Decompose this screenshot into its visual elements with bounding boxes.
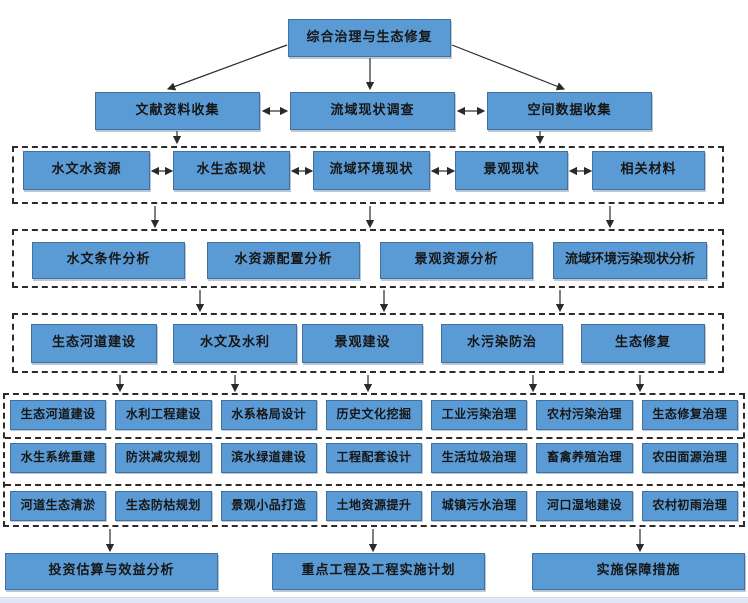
measures-to-outputs-arrows: [105, 529, 645, 553]
measure-cell: 工程配套设计: [325, 443, 423, 473]
measures-row: 水生系统重建 防洪减灾规划 滨水绿道建设 工程配套设计 生活垃圾治理 畜禽养殖治…: [10, 443, 738, 473]
status-node: 相关材料: [592, 151, 705, 190]
measure-cell: 河口湿地建设: [536, 491, 633, 521]
output-node: 投资估算与效益分析: [5, 553, 218, 590]
measure-cell: 城镇污水治理: [431, 491, 528, 521]
measures-row-divider: [5, 484, 743, 486]
measures-row: 河道生态清淤 生态防枯规划 景观小品打造 土地资源提升 城镇污水治理 河口湿地建…: [10, 491, 738, 521]
collect-to-status-arrows: [172, 131, 545, 145]
measure-cell: 土地资源提升: [325, 491, 423, 521]
measures-row: 生态河道建设 水利工程建设 水系格局设计 历史文化挖掘 工业污染治理 农村污染治…: [10, 400, 738, 430]
planning-group-frame: [12, 313, 724, 373]
measure-cell: 工业污染治理: [431, 400, 528, 430]
measure-cell: 河道生态清淤: [10, 491, 107, 521]
measure-cell: 农村初雨治理: [641, 491, 738, 521]
collect-node: 文献资料收集: [95, 92, 260, 130]
analysis-to-planning-arrows: [195, 290, 565, 313]
status-node: 水生态现状: [173, 151, 290, 190]
planning-node: 生态河道建设: [31, 324, 157, 363]
measures-row-divider: [5, 437, 743, 439]
measure-cell: 生态修复治理: [641, 400, 738, 430]
status-to-analysis-arrows: [150, 206, 615, 229]
planning-node: 景观建设: [302, 324, 423, 363]
status-node: 水文水资源: [23, 151, 150, 190]
measure-cell: 畜禽养殖治理: [536, 443, 633, 473]
planning-node: 生态修复: [581, 324, 705, 363]
collect-node: 流域现状调查: [290, 92, 455, 130]
measure-cell: 水系格局设计: [220, 400, 317, 430]
measure-cell: 水利工程建设: [115, 400, 212, 430]
measure-cell: 生态防枯规划: [115, 491, 212, 521]
output-node: 实施保障措施: [532, 553, 745, 590]
collect-node: 空间数据收集: [487, 92, 652, 130]
measure-cell: 历史文化挖掘: [325, 400, 423, 430]
status-node: 流域环境现状: [313, 151, 430, 190]
root-node: 综合治理与生态修复: [288, 19, 451, 57]
planning-node: 水污染防治: [441, 324, 563, 363]
analysis-node: 流域环境污染现状分析: [553, 242, 707, 279]
measure-cell: 水生系统重建: [10, 443, 107, 473]
measure-cell: 生态河道建设: [10, 400, 107, 430]
measure-cell: 景观小品打造: [220, 491, 317, 521]
status-group-frame: [12, 146, 724, 204]
status-node: 景观现状: [455, 151, 568, 190]
planning-to-measures-arrows: [115, 375, 645, 393]
planning-node: 水文及水利: [173, 324, 297, 363]
analysis-node: 景观资源分析: [380, 242, 533, 279]
output-node: 重点工程及工程实施计划: [272, 553, 485, 590]
analysis-group-frame: [12, 229, 724, 288]
measure-cell: 农田面源治理: [641, 443, 738, 473]
bottom-strip: [0, 597, 748, 603]
analysis-node: 水资源配置分析: [207, 242, 360, 279]
analysis-node: 水文条件分析: [32, 242, 185, 279]
measure-cell: 生活垃圾治理: [431, 443, 528, 473]
measures-group-frame: 生态河道建设 水利工程建设 水系格局设计 历史文化挖掘 工业污染治理 农村污染治…: [3, 393, 745, 527]
measure-cell: 滨水绿道建设: [220, 443, 317, 473]
measure-cell: 防洪减灾规划: [115, 443, 212, 473]
measure-cell: 农村污染治理: [536, 400, 633, 430]
